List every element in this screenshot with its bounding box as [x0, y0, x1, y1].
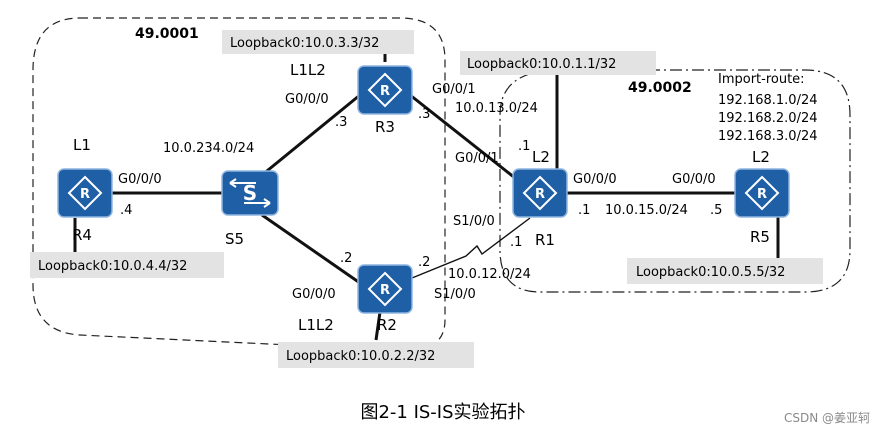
r2-loopback: Loopback0:10.0.2.2/32 — [286, 349, 435, 364]
router-r2: R — [357, 264, 413, 314]
figure-caption: 图2-1 IS-IS实验拓扑 — [360, 402, 525, 423]
svg-text:R: R — [380, 283, 390, 298]
r2-loopback-box — [278, 342, 474, 368]
r4-name: R4 — [72, 226, 92, 244]
import-route-2: 192.168.2.0/24 — [718, 111, 818, 126]
area-49-0002-boundary — [499, 69, 851, 293]
switch-s5: S — [221, 170, 279, 216]
r5-interface: G0/0/0 — [672, 172, 716, 187]
area-49-0002-label: 49.0002 — [628, 80, 692, 96]
r2-name: R2 — [377, 316, 397, 334]
router-r4: R — [57, 168, 113, 218]
r1-level: L2 — [532, 148, 550, 166]
r5-level: L2 — [752, 148, 770, 166]
r5-name: R5 — [750, 228, 770, 246]
r3-ip-left: .3 — [335, 115, 347, 130]
r3-level: L1L2 — [290, 61, 326, 79]
r1-ip-right: .1 — [578, 203, 590, 218]
r5-loopback: Loopback0:10.0.5.5/32 — [636, 265, 785, 280]
net-13: 10.0.13.0/24 — [455, 101, 538, 116]
r1-loopback-box — [460, 51, 656, 75]
r1-interface-down: S1/0/0 — [453, 214, 495, 229]
net-12: 10.0.12.0/24 — [448, 267, 531, 282]
r4-interface: G0/0/0 — [118, 172, 162, 187]
r2-ip-left: .2 — [340, 251, 352, 266]
import-route-title: Import-route: — [718, 72, 805, 87]
r2-ip-right: .2 — [418, 255, 430, 270]
link-r2-loopback — [374, 311, 382, 341]
watermark: CSDN @姜亚轲 — [784, 411, 870, 425]
r5-loopback-box — [627, 258, 823, 284]
link-r3-r1 — [409, 93, 516, 180]
r3-name: R3 — [375, 118, 395, 136]
r3-ip-right: .3 — [418, 107, 430, 122]
r4-ip: .4 — [120, 203, 132, 218]
r3-loopback: Loopback0:10.0.3.3/32 — [230, 36, 379, 51]
r4-level: L1 — [73, 136, 91, 154]
r1-interface-right: G0/0/0 — [573, 172, 617, 187]
r1-ip-up: .1 — [518, 139, 530, 154]
import-route-3: 192.168.3.0/24 — [718, 129, 818, 144]
s5-name: S5 — [225, 230, 244, 248]
r3-loopback-box — [222, 30, 414, 54]
link-r2-r1-serial — [411, 217, 531, 279]
r1-ip-down: .1 — [510, 235, 522, 250]
svg-text:S: S — [243, 181, 257, 205]
link-s5-r2 — [261, 213, 361, 285]
net-15: 10.0.15.0/24 — [605, 203, 688, 218]
router-r3: R — [357, 65, 413, 115]
r1-name: R1 — [535, 231, 555, 249]
area-49-0001-boundary — [32, 17, 446, 352]
r1-loopback: Loopback0:10.0.1.1/32 — [467, 57, 616, 72]
r4-loopback-box — [30, 252, 224, 278]
svg-text:R: R — [535, 187, 545, 202]
link-s5-r3 — [261, 93, 361, 177]
router-r1: R — [512, 168, 568, 218]
import-route-1: 192.168.1.0/24 — [718, 93, 818, 108]
r3-interface-right: G0/0/1 — [432, 82, 476, 97]
r2-interface-right: S1/0/0 — [434, 287, 476, 302]
svg-text:R: R — [380, 84, 390, 99]
r2-level: L1L2 — [298, 316, 334, 334]
svg-text:R: R — [80, 187, 90, 202]
r3-interface-left: G0/0/0 — [285, 92, 329, 107]
r5-ip: .5 — [710, 203, 722, 218]
svg-text:R: R — [757, 187, 767, 202]
net-234: 10.0.234.0/24 — [163, 141, 254, 156]
r1-interface-up: G0/0/1 — [455, 151, 499, 166]
r2-interface-left: G0/0/0 — [292, 287, 336, 302]
router-r5: R — [734, 168, 790, 218]
area-49-0001-label: 49.0001 — [135, 26, 199, 42]
r4-loopback: Loopback0:10.0.4.4/32 — [38, 259, 187, 274]
